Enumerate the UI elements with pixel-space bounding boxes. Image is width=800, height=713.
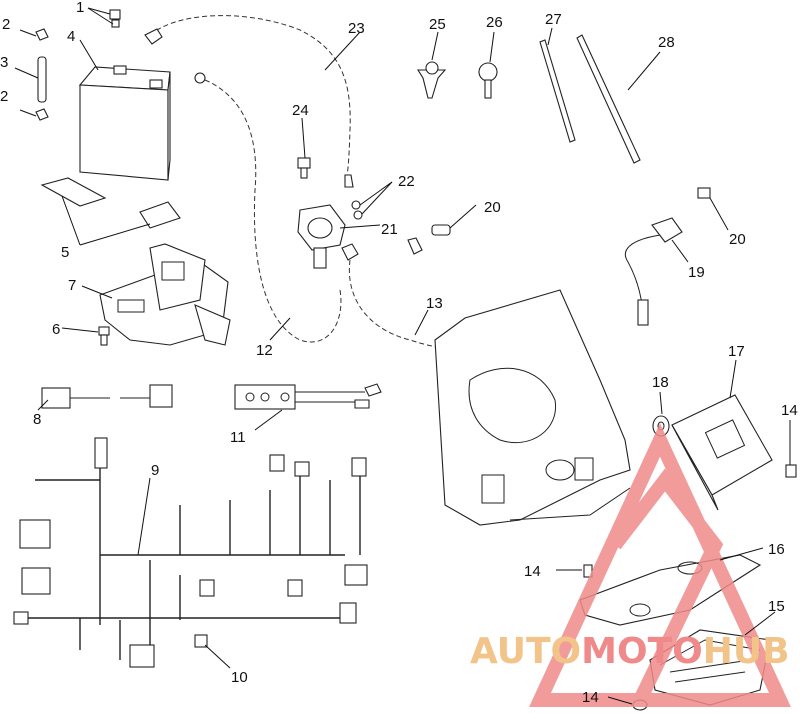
callout-14: 14 xyxy=(582,689,599,706)
callout-3: 3 xyxy=(0,54,8,71)
battery-pads xyxy=(40,177,181,229)
rod-28 xyxy=(576,34,641,164)
tray-bolt xyxy=(98,326,110,346)
callout-23: 23 xyxy=(348,20,365,37)
callout-2: 2 xyxy=(2,16,10,33)
callout-14: 14 xyxy=(781,402,798,419)
screw-20 xyxy=(697,187,711,199)
callout-18: 18 xyxy=(652,374,669,391)
callout-10: 10 xyxy=(231,669,248,686)
push-rivet-25 xyxy=(417,61,447,99)
callout-17: 17 xyxy=(728,343,745,360)
callout-13: 13 xyxy=(426,295,443,312)
callout-8: 8 xyxy=(33,411,41,428)
callout-26: 26 xyxy=(486,14,503,31)
callout-14: 14 xyxy=(524,563,541,580)
screw-14-ecu xyxy=(785,464,797,478)
callout-20: 20 xyxy=(484,199,501,216)
clip-20 xyxy=(431,224,451,236)
solenoid xyxy=(297,204,346,269)
callout-16: 16 xyxy=(768,541,785,558)
wiring-harness xyxy=(13,437,368,668)
ground-strap-11 xyxy=(234,383,382,410)
connector-10 xyxy=(194,634,208,648)
watermark-text: AUTOMOTOHUB xyxy=(470,631,790,672)
solenoid-nuts xyxy=(351,200,363,220)
rod-27 xyxy=(539,39,576,143)
callout-11: 11 xyxy=(230,429,246,446)
callout-12: 12 xyxy=(256,342,273,359)
callout-21: 21 xyxy=(381,221,398,238)
callout-22: 22 xyxy=(398,173,415,190)
callout-2: 2 xyxy=(0,88,8,105)
battery xyxy=(78,65,171,181)
ecu-17 xyxy=(671,394,773,511)
ring-terminal xyxy=(407,237,423,255)
leader-lines xyxy=(14,7,791,705)
ring-terminal xyxy=(341,243,359,261)
svg-text:AUTOMOTOHUB: AUTOMOTOHUB xyxy=(470,631,790,672)
bolt-24 xyxy=(297,157,311,179)
battery-tray xyxy=(99,243,231,346)
sensor-19 xyxy=(624,217,683,326)
callout-7: 7 xyxy=(68,277,76,294)
cable-terminal xyxy=(144,28,163,45)
connector-8 xyxy=(41,384,173,409)
callout-19: 19 xyxy=(688,264,705,281)
callout-9: 9 xyxy=(151,462,159,479)
battery-hardware xyxy=(35,9,121,121)
callout-15: 15 xyxy=(768,598,785,615)
callout-6: 6 xyxy=(52,321,60,338)
fastener-26 xyxy=(478,62,498,99)
watermark-logo xyxy=(529,423,791,707)
callout-4: 4 xyxy=(67,28,75,45)
callout-20: 20 xyxy=(729,231,746,248)
callout-28: 28 xyxy=(658,34,675,51)
ring-terminal xyxy=(344,174,354,188)
callout-1: 1 xyxy=(76,0,84,16)
callout-24: 24 xyxy=(292,102,309,119)
cable-12 xyxy=(204,79,342,343)
module-15 xyxy=(649,629,771,706)
callout-27: 27 xyxy=(545,11,562,28)
cable-23 xyxy=(149,15,351,186)
callout-25: 25 xyxy=(429,16,446,33)
frame-panel xyxy=(434,289,631,526)
cable-terminal xyxy=(194,72,206,84)
callout-5: 5 xyxy=(61,244,69,261)
